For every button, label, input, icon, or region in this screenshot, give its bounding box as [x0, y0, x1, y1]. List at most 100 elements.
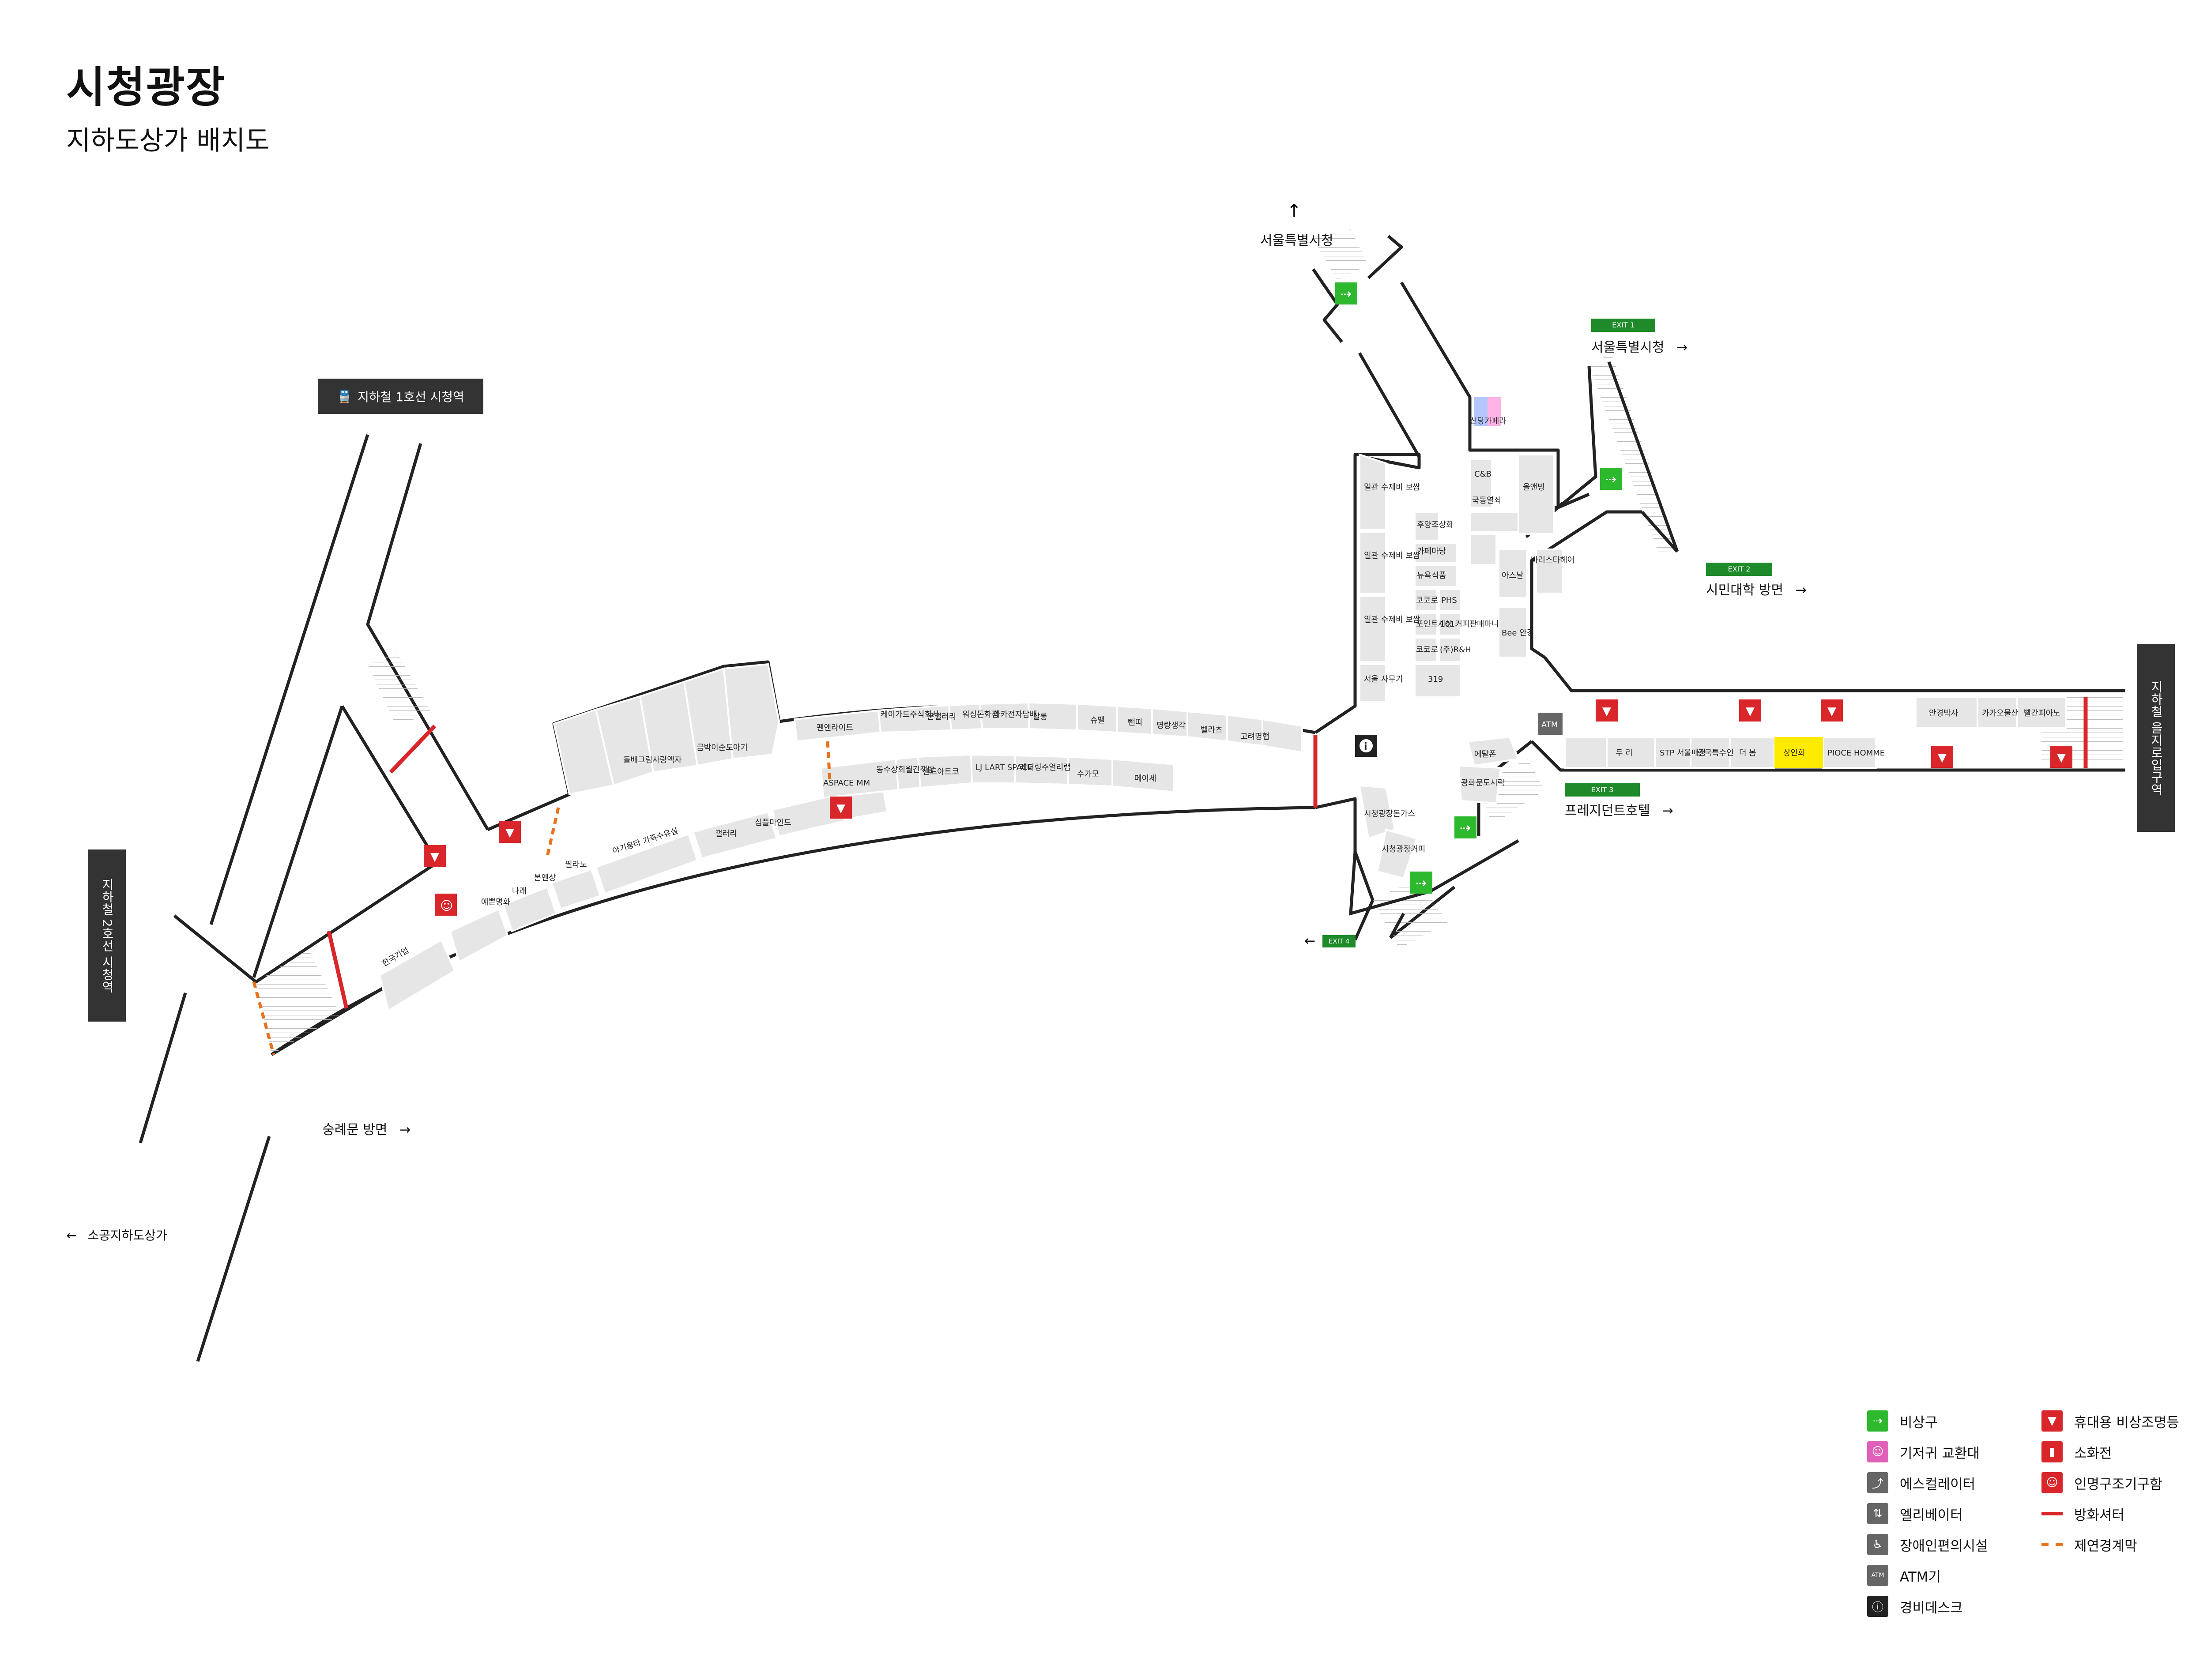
- svg-text:▼: ▼: [430, 850, 439, 864]
- restroom-male: [1474, 397, 1488, 426]
- store-label: 국동열쇠: [1472, 496, 1501, 505]
- store-label: 카페마당: [1417, 547, 1446, 556]
- store-label: 갤러리: [715, 829, 737, 838]
- svg-text:▼: ▼: [2057, 751, 2066, 764]
- atm-marker: ATM: [1538, 713, 1563, 735]
- legend-item: ☺ 기저귀 교환대: [1867, 1441, 1980, 1463]
- store-label: 서울 사무기: [1364, 675, 1403, 684]
- store-label: 일관 수제비 보쌈: [1364, 551, 1420, 560]
- diaper-icon: ☺: [1867, 1441, 1888, 1462]
- exit-icon: ⇢: [1867, 1410, 1888, 1432]
- sungnyemun-label: 숭례문 방면: [322, 1122, 388, 1138]
- legend-item: ▮ 소화전: [2041, 1441, 2112, 1463]
- legend-item: ⇢ 비상구: [1867, 1410, 1938, 1432]
- store-label: 한국특수인: [1697, 748, 1734, 758]
- direction-city-hall: 서울특별시청: [1260, 233, 1333, 248]
- exit3-direction: 프레지던트호텔 →: [1565, 800, 1673, 819]
- store-label: 금박이순도아기: [697, 743, 748, 752]
- arrow-right-icon: →: [1676, 340, 1688, 355]
- svg-text:▼: ▼: [505, 826, 514, 839]
- exit1-label: 서울특별시청: [1591, 340, 1665, 355]
- exit2-tag: EXIT 2: [1706, 563, 1772, 576]
- store-label: 올앤빙: [1523, 483, 1545, 492]
- exit2-label: 시민대학 방면: [1706, 583, 1784, 598]
- sogong-direction: ← 소공지하도상가: [66, 1226, 167, 1244]
- store-label: 살롱: [1033, 712, 1047, 722]
- center-stairs: [1313, 229, 2123, 949]
- store-label: ASPACE MM: [823, 778, 870, 788]
- store-label: 하카전자담배: [993, 710, 1037, 719]
- center-stores: [1358, 453, 2067, 879]
- legend-label: 방화셔터: [2074, 1507, 2125, 1523]
- store-label: 심플마인드: [755, 818, 791, 827]
- store-label: 광화문도시락: [1461, 778, 1505, 788]
- legend-item: 방화셔터: [2041, 1503, 2124, 1525]
- store-label: 319: [1428, 675, 1443, 684]
- atm-icon: ATM: [1867, 1565, 1888, 1586]
- store-label: 일관 수제비 보쌈: [1364, 615, 1420, 624]
- store-label: 뉴욕식품: [1417, 571, 1446, 580]
- store-label: 페이세: [1134, 774, 1156, 783]
- exit-icon: ⇢: [1410, 872, 1432, 894]
- store-label: 코코로: [1416, 596, 1438, 605]
- smoke-curtains: [252, 741, 832, 1055]
- legend-label: 기저귀 교환대: [1900, 1445, 1980, 1462]
- store-label: 벨라츠: [1201, 725, 1223, 735]
- store-label: 빨간피아노: [2024, 709, 2060, 718]
- legend-item: ♿ 장애인편의시설: [1867, 1533, 1988, 1556]
- store-label: 명랑생각: [1156, 721, 1186, 730]
- legend-item: ⤴ 에스컬레이터: [1867, 1472, 1975, 1494]
- west-stairs: [256, 653, 430, 1055]
- store-label: 나래: [512, 887, 527, 896]
- station-label: 지하철 1호선 시청역: [358, 390, 464, 404]
- store-label: 필라노: [565, 860, 587, 869]
- flashlight-icon: ▼: [499, 821, 521, 843]
- station-line1-box: 🚆 지하철 1호선 시청역: [318, 379, 483, 414]
- store-label: (주)R&H: [1440, 645, 1471, 654]
- store-label: 본엔상: [534, 873, 556, 883]
- legend-label: 엘리베이터: [1900, 1507, 1963, 1523]
- flashlight-icon: ▼: [424, 845, 446, 867]
- store-label: 케이가드주식회사: [881, 710, 939, 719]
- sogong-label: 소공지하도상가: [87, 1228, 167, 1243]
- north-arrow-icon: ↑: [1287, 201, 1302, 221]
- legend-item: ▼ 휴대용 비상조명등: [2041, 1410, 2179, 1432]
- store-label: 은갤러리: [927, 712, 956, 722]
- flashlight-icon: ▼: [1931, 746, 1953, 768]
- svg-text:▼: ▼: [1746, 705, 1755, 718]
- store-label: 안경박사: [1929, 709, 1958, 718]
- restroom-female: [1488, 397, 1501, 426]
- store-label: 더 봄: [1739, 748, 1756, 758]
- store-label: 신당카페라: [1470, 417, 1506, 426]
- flashlight-icon: ▼: [1596, 699, 1618, 722]
- station-line2-box: 지하철 2호선 시청역: [88, 849, 126, 1022]
- smoke-curtain-line: [2041, 1543, 2063, 1546]
- store-label: 에탈폰: [1474, 750, 1496, 759]
- legend: ⇢ 비상구 ☺ 기저귀 교환대 ⤴ 에스컬레이터 ⇅ 엘리베이터 ♿ 장애인편의…: [1863, 1410, 2207, 1639]
- legend-item: ☺ 인명구조기구함: [2041, 1472, 2162, 1494]
- store-label: 고려명협: [1240, 732, 1269, 741]
- legend-item: ATM ATM기: [1867, 1564, 1941, 1586]
- store-label: 수가모: [1077, 770, 1099, 779]
- store-label: PIOCE HOMME: [1827, 748, 1885, 758]
- flashlight-icon: ▼: [830, 797, 852, 819]
- store-label: 일관 수제비 보쌈: [1364, 483, 1420, 492]
- exit1-tag: EXIT 1: [1591, 319, 1655, 332]
- extinguisher-icon: ▮: [2041, 1441, 2063, 1462]
- elevator-icon: ⇅: [1867, 1503, 1888, 1524]
- flashlight-icon: ▼: [1821, 699, 1843, 722]
- station-euljiro-box: 지하철 을지로입구역: [2137, 644, 2175, 832]
- legend-label: 경비데스크: [1900, 1600, 1963, 1616]
- east-store-labels: 두 리 STP 서울매장 한국특수인 더 봄 상인회 PIOCE HOMME 안…: [1616, 709, 2060, 758]
- svg-text:⇢: ⇢: [1460, 820, 1471, 836]
- store-label: 바리스타헤어: [1531, 556, 1574, 565]
- info-icon: ⓘ: [1867, 1596, 1888, 1617]
- exit3-tag: EXIT 3: [1565, 783, 1640, 797]
- svg-text:⇢: ⇢: [1416, 876, 1427, 891]
- exit2-direction: 시민대학 방면 →: [1706, 579, 1807, 598]
- arrow-right-icon: →: [1795, 583, 1807, 598]
- exit4-direction: ← EXIT 4: [1304, 933, 1356, 949]
- store-label: 돌배그림사랑액자: [623, 755, 682, 765]
- legend-label: 소화전: [2074, 1445, 2112, 1462]
